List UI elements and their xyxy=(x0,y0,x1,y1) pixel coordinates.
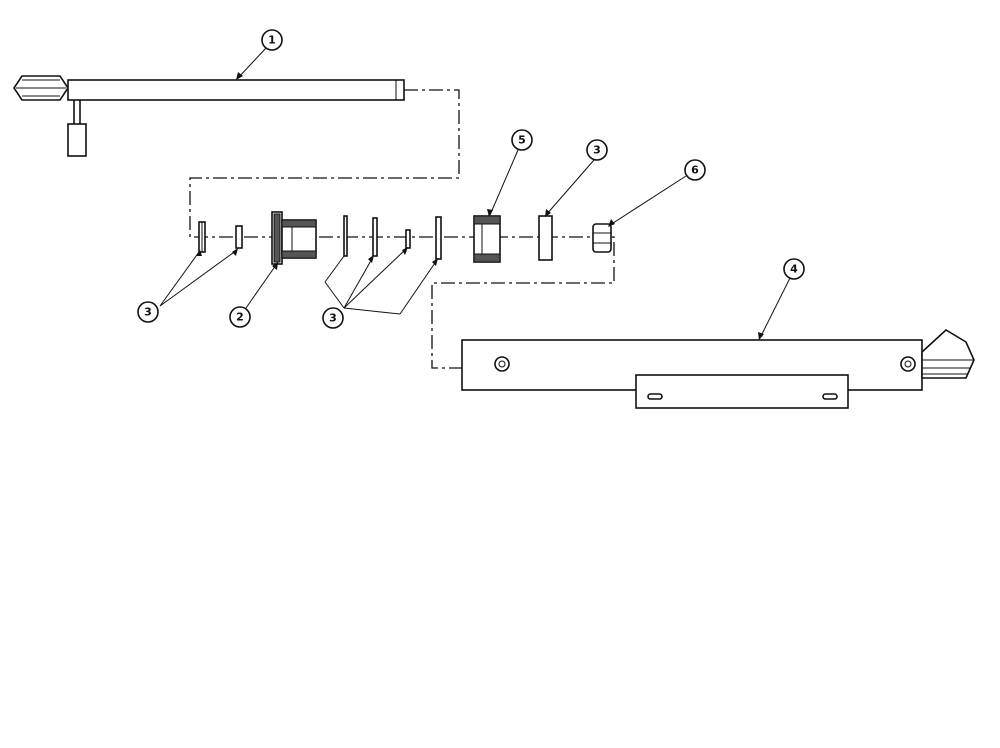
callout-4-label: 4 xyxy=(790,263,798,276)
callout-6-label: 6 xyxy=(691,164,699,177)
part-2-fitting xyxy=(271,211,317,265)
shim-1 xyxy=(343,215,348,257)
part-3-spacer xyxy=(538,215,553,261)
callout-3-middle-label: 3 xyxy=(329,312,337,325)
callout-6: 6 xyxy=(684,159,706,181)
callout-3-top: 3 xyxy=(586,139,608,161)
callout-3-middle: 3 xyxy=(322,307,344,329)
center-line xyxy=(189,89,615,369)
callout-5: 5 xyxy=(511,129,533,151)
washer-1 xyxy=(198,221,206,253)
shim-2 xyxy=(372,217,378,257)
part-4-lower-bar xyxy=(461,329,975,409)
callout-4: 4 xyxy=(783,258,805,280)
callout-5-label: 5 xyxy=(518,134,526,147)
part-1-handle-bar xyxy=(13,75,405,157)
part-6-nut xyxy=(592,223,612,253)
shim-4 xyxy=(435,216,442,260)
leader-lines xyxy=(159,47,791,340)
callout-2-label: 2 xyxy=(236,311,244,324)
callout-3-left-label: 3 xyxy=(144,306,152,319)
shim-3 xyxy=(405,229,411,249)
callout-3-left: 3 xyxy=(137,301,159,323)
part-5-nut xyxy=(473,215,501,263)
callout-1: 1 xyxy=(261,29,283,51)
washer-2 xyxy=(235,225,243,249)
callout-3-top-label: 3 xyxy=(593,144,601,157)
callout-1-label: 1 xyxy=(268,34,276,47)
callout-2: 2 xyxy=(229,306,251,328)
